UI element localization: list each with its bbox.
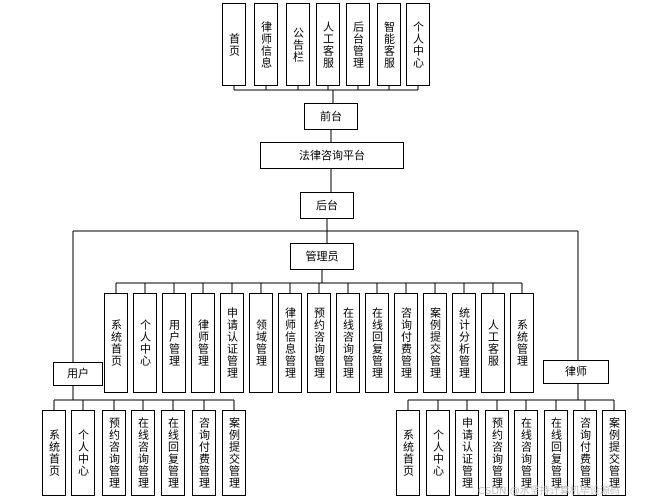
frontend-module-box: 人工客服 [316,3,340,86]
admin-box-label: 管理员 [305,249,339,263]
user-module-box: 在线回复管理 [161,410,185,496]
admin-module-box: 申请认证管理 [220,293,244,393]
admin-module-box-label: 统计分析管理 [457,307,471,379]
admin-module-box: 律师信息管理 [278,293,302,393]
lawyer-module-box-label: 咨询付费管理 [578,417,592,489]
backend-box-label: 后台 [316,198,338,212]
user-module-box-label: 预约咨询管理 [107,417,121,489]
lawyer-module-box-label: 在线回复管理 [549,417,563,489]
lawyer-module-box-label: 在线咨询管理 [519,417,533,489]
admin-module-box-label: 律师信息管理 [283,307,297,379]
admin-module-box-label: 预约咨询管理 [312,307,326,379]
frontend-module-box: 公告栏 [286,3,310,86]
frontend-module-box: 后台管理 [346,3,370,86]
admin-module-box-label: 个人中心 [138,319,152,367]
admin-module-box-label: 用户管理 [167,319,181,367]
lawyer-module-box: 个人中心 [426,410,450,496]
lawyer-module-box-label: 案例提交管理 [607,417,621,489]
admin-module-box: 系统首页 [104,293,128,393]
admin-module-box-label: 在线咨询管理 [341,307,355,379]
admin-module-box: 领域管理 [249,293,273,393]
lawyer-module-box: 在线咨询管理 [514,410,538,496]
admin-module-box: 咨询付费管理 [394,293,418,393]
admin-module-box-label: 申请认证管理 [225,307,239,379]
frontend-module-box-label: 后台管理 [351,20,365,69]
lawyer-module-box: 案例提交管理 [602,410,626,496]
lawyer-module-box-label: 个人中心 [431,429,445,477]
admin-module-box: 案例提交管理 [423,293,447,393]
user-module-box: 咨询付费管理 [192,410,216,496]
user-module-box-label: 案例提交管理 [227,417,241,489]
user-module-box: 在线咨询管理 [131,410,155,496]
admin-module-box-label: 领域管理 [254,319,268,367]
admin-module-box: 律师管理 [191,293,215,393]
frontend-box-label: 前台 [320,109,342,123]
admin-module-box: 统计分析管理 [452,293,476,393]
frontend-module-box: 首页 [222,3,246,86]
frontend-module-box-label: 智能客服 [382,20,396,69]
admin-module-box: 在线咨询管理 [336,293,360,393]
lawyer-module-box: 系统首页 [396,410,420,496]
lawyer-module-box: 申请认证管理 [455,410,479,496]
admin-box: 管理员 [290,243,354,270]
backend-box: 后台 [300,192,354,219]
frontend-module-box: 个人中心 [406,3,430,86]
platform-box-label: 法律咨询平台 [299,148,365,162]
frontend-module-box-label: 首页 [227,32,241,57]
watermark: CSDN @水坚持计算机毕设源码 [478,486,620,497]
admin-module-box: 用户管理 [162,293,186,393]
frontend-module-box-label: 律师信息 [259,20,273,69]
user-module-box-label: 咨询付费管理 [197,417,211,489]
lawyer-box: 律师 [543,360,609,384]
user-module-box-label: 个人中心 [76,429,90,477]
frontend-module-box: 智能客服 [377,3,401,86]
user-module-box: 案例提交管理 [222,410,246,496]
lawyer-box-label: 律师 [565,365,587,378]
admin-module-box-label: 系统管理 [515,319,529,367]
admin-module-box: 个人中心 [133,293,157,393]
frontend-module-box: 律师信息 [254,3,278,86]
lawyer-module-box-label: 申请认证管理 [460,417,474,489]
lawyer-module-box: 在线回复管理 [544,410,568,496]
platform-box: 法律咨询平台 [260,142,404,169]
admin-module-box-label: 律师管理 [196,319,210,367]
user-box-label: 用户 [67,367,89,380]
admin-module-box: 预约咨询管理 [307,293,331,393]
user-module-box: 个人中心 [71,410,95,496]
admin-module-box-label: 系统首页 [109,319,123,367]
admin-module-box-label: 在线回复管理 [370,307,384,379]
lawyer-module-box: 咨询付费管理 [573,410,597,496]
admin-module-box-label: 案例提交管理 [428,307,442,379]
frontend-module-box-label: 人工客服 [321,20,335,69]
admin-module-box-label: 咨询付费管理 [399,307,413,379]
lawyer-module-box-label: 预约咨询管理 [490,417,504,489]
frontend-box: 前台 [304,103,358,130]
user-module-box-label: 在线回复管理 [166,417,180,489]
user-box: 用户 [53,362,103,386]
frontend-module-box-label: 个人中心 [411,20,425,69]
admin-module-box: 人工客服 [481,293,505,393]
frontend-module-box-label: 公告栏 [291,26,305,63]
user-module-box-label: 在线咨询管理 [136,417,150,489]
admin-module-box: 系统管理 [510,293,534,393]
admin-module-box: 在线回复管理 [365,293,389,393]
user-module-box-label: 系统首页 [47,429,61,477]
user-module-box: 系统首页 [42,410,66,496]
user-module-box: 预约咨询管理 [102,410,126,496]
lawyer-module-box: 预约咨询管理 [485,410,509,496]
admin-module-box-label: 人工客服 [486,319,500,367]
lawyer-module-box-label: 系统首页 [401,429,415,477]
